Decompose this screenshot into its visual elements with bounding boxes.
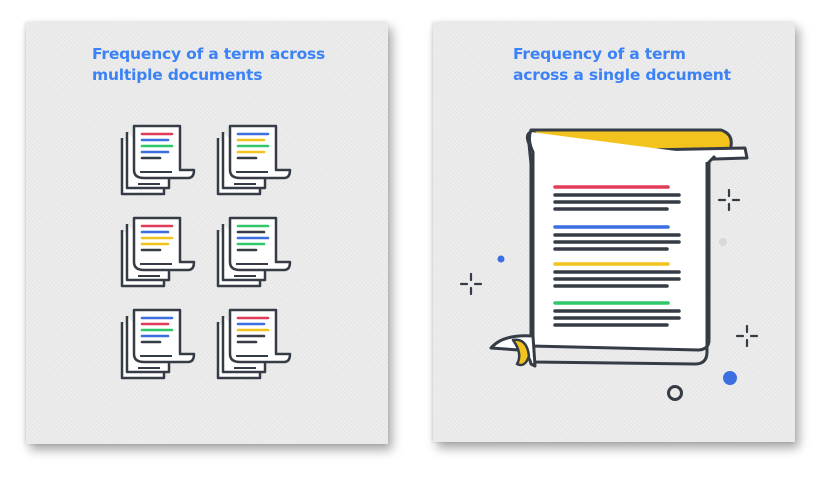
document-stack-icon [216, 308, 292, 380]
title-line-1: Frequency of a term across [92, 45, 326, 63]
document-stack-icon [216, 124, 292, 196]
scroll-illustration [459, 128, 759, 401]
title-line-1: Frequency of a term [513, 45, 686, 63]
scroll-text-lines [553, 185, 681, 327]
single-document-panel: Frequency of a term across a single docu… [433, 22, 795, 442]
document-stack-icon [216, 216, 292, 288]
document-grid [120, 124, 292, 380]
document-stack-icon [120, 216, 196, 288]
scroll-sheet-outline [527, 129, 709, 366]
decor-dot-blue [723, 371, 737, 385]
sparkle-icon [459, 272, 483, 296]
decor-dot-gray [719, 238, 727, 246]
single-document-title: Frequency of a term across a single docu… [513, 44, 731, 86]
decor-dot-blue-small [497, 255, 505, 263]
document-stack-icon [120, 124, 196, 196]
scroll-sheet-body [533, 162, 707, 342]
sparkles [459, 188, 759, 348]
document-stack-icon [120, 308, 196, 380]
multiple-documents-title: Frequency of a term across multiple docu… [92, 44, 325, 86]
multiple-documents-panel: Frequency of a term across multiple docu… [26, 22, 388, 444]
scroll-bottom-yellow [511, 338, 531, 367]
title-line-2: multiple documents [92, 66, 263, 84]
sparkle-icon [717, 188, 741, 212]
title-line-2: across a single document [513, 66, 731, 84]
decor-ring [667, 385, 683, 401]
sparkle-icon [735, 324, 759, 348]
